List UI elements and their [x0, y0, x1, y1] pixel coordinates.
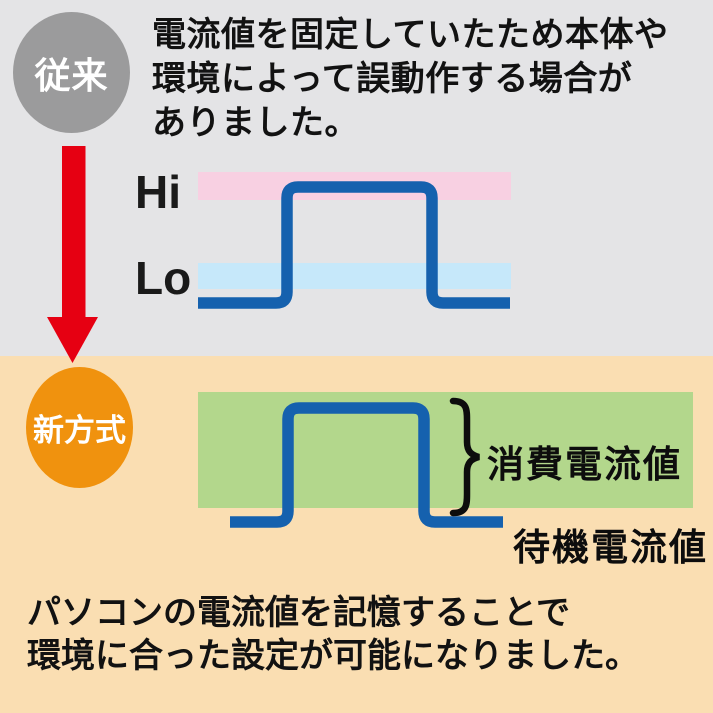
- standby-current-label: 待機電流値: [513, 527, 708, 568]
- new-method-waveform: [230, 402, 503, 528]
- hi-label: Hi: [135, 166, 181, 218]
- footer-description-line1: パソコンの電流値を記憶することで: [27, 594, 570, 632]
- consumption-current-label: 消費電流値: [487, 444, 682, 485]
- down-arrow-icon: [47, 146, 98, 363]
- new-method-badge-label: 新方式: [33, 413, 126, 448]
- current-range-band: [198, 392, 693, 508]
- conventional-description-line2: 環境によって誤動作する場合が: [152, 60, 633, 98]
- footer-description: パソコンの電流値を記憶することで 環境に合った設定が可能になりました。: [27, 592, 687, 678]
- conventional-description-line3: ありました。: [152, 104, 359, 142]
- conventional-description: 電流値を固定していたため本体や 環境によって誤動作する場合が ありました。: [152, 13, 707, 145]
- conventional-waveform: [198, 181, 510, 309]
- lo-threshold-band: [198, 263, 511, 289]
- conventional-description-line1: 電流値を固定していたため本体や: [152, 16, 669, 54]
- new-method-badge: 新方式: [26, 367, 133, 488]
- footer-description-line2: 環境に合った設定が可能になりました。: [27, 637, 639, 675]
- conventional-badge-label: 従来: [34, 54, 109, 96]
- conventional-badge: 従来: [13, 12, 130, 133]
- brace-icon: [449, 397, 480, 517]
- lo-label: Lo: [135, 252, 192, 304]
